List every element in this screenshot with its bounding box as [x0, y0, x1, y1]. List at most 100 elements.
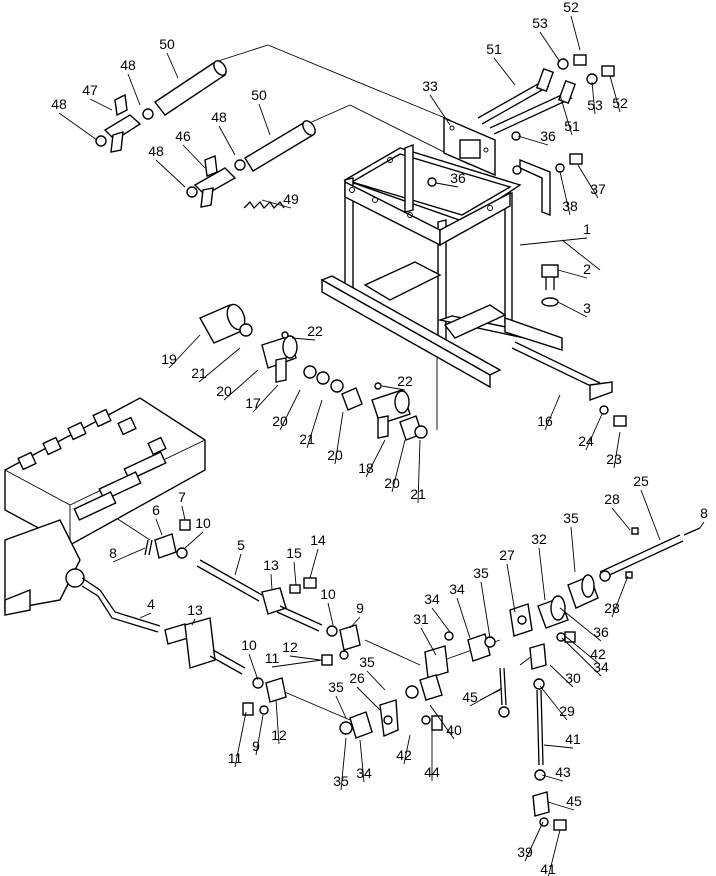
label-leader	[261, 199, 292, 209]
label-leader	[493, 57, 516, 86]
label-leader	[524, 821, 544, 862]
pin-part-8-right	[683, 527, 701, 536]
label-leader	[255, 714, 264, 756]
label-leader	[258, 103, 271, 136]
part-number-label: 33	[422, 78, 438, 94]
part-number-label: 51	[486, 41, 502, 57]
part-number-label: 48	[148, 143, 164, 159]
label-leader	[539, 685, 568, 721]
label-leader	[564, 635, 599, 664]
label-leader	[585, 413, 603, 451]
label-leader	[293, 561, 297, 586]
label-leader	[547, 801, 575, 811]
part-number-label: 10	[195, 515, 211, 531]
label-leader	[538, 547, 546, 601]
part-number-label: 37	[590, 181, 606, 197]
label-leader	[613, 431, 621, 469]
part-number-label: 3	[583, 300, 591, 316]
part-number-label: 34	[424, 591, 440, 607]
part-number-label: 9	[252, 738, 260, 754]
label-leader	[234, 553, 242, 576]
label-leader	[335, 695, 347, 719]
label-leader	[435, 182, 459, 188]
label-leader	[549, 664, 574, 688]
label-leader	[139, 612, 152, 619]
bracket-part-33	[443, 116, 496, 177]
label-leader	[340, 737, 347, 791]
lever-part-46	[186, 155, 246, 208]
roller-assembly	[199, 303, 428, 441]
part-number-label: 45	[566, 793, 582, 809]
label-leader	[403, 734, 411, 765]
part-number-label: 24	[578, 433, 594, 449]
part-number-label: 22	[397, 373, 413, 389]
label-leader	[417, 439, 421, 504]
shafts-part-50	[153, 60, 316, 172]
lever-part-26	[339, 699, 443, 739]
bolt-part-2	[541, 264, 559, 307]
label-leader	[356, 686, 381, 711]
part-number-label: 12	[282, 639, 298, 655]
frame-part-1	[320, 143, 563, 389]
label-leader	[359, 739, 365, 783]
part-number-label: 20	[384, 475, 400, 491]
label-leader	[234, 711, 247, 768]
label-leader	[559, 607, 602, 642]
part-number-label: 48	[51, 96, 67, 112]
part-number-label: 36	[540, 128, 556, 144]
rod-part-42	[498, 631, 576, 831]
label-leader	[252, 384, 279, 413]
block-part-6	[144, 519, 191, 559]
label-leader	[429, 94, 451, 126]
label-leader	[270, 573, 273, 591]
part-number-label: 17	[245, 395, 261, 411]
part-number-label: 25	[633, 473, 649, 489]
part-number-label: 40	[446, 722, 462, 738]
label-leader	[591, 81, 596, 115]
label-leader	[218, 125, 236, 156]
part-number-label: 41	[565, 731, 581, 747]
part-number-label: 48	[120, 57, 136, 73]
label-leader	[559, 171, 571, 216]
valve-block	[4, 397, 206, 616]
part-number-label: 34	[356, 765, 372, 781]
part-number-label: 29	[559, 703, 575, 719]
part-number-label: 53	[532, 15, 548, 31]
part-number-label: 28	[604, 600, 620, 616]
label-leader	[611, 507, 631, 531]
label-leader	[517, 135, 549, 146]
part-number-label: 28	[604, 491, 620, 507]
label-leader	[191, 618, 196, 626]
part-number-label: 46	[175, 128, 191, 144]
part-number-label: 35	[473, 565, 489, 581]
part-number-label: 34	[449, 581, 465, 597]
part-number-label: 48	[211, 109, 227, 125]
part-number-label: 41	[540, 861, 556, 876]
label-leader	[155, 159, 186, 188]
label-leader	[429, 704, 455, 740]
part-number-label: 16	[537, 413, 553, 429]
rod-part-13	[164, 617, 287, 703]
part-number-label: 20	[216, 383, 232, 399]
label-leader	[289, 655, 321, 661]
label-leader	[611, 575, 629, 618]
label-leader	[543, 744, 574, 749]
part-number-label: 14	[310, 532, 326, 548]
part-number-label: 35	[328, 679, 344, 695]
label-leader	[271, 659, 323, 668]
part-number-label: 50	[159, 36, 175, 52]
label-leader	[223, 369, 259, 401]
part-number-label: 42	[396, 747, 412, 763]
label-leader	[291, 337, 316, 341]
part-number-label: 30	[565, 670, 581, 686]
label-leader	[557, 269, 588, 279]
rods-part-51	[477, 54, 615, 135]
part-number-label: 10	[320, 586, 336, 602]
part-number-label: 9	[356, 600, 364, 616]
part-number-label: 47	[82, 82, 98, 98]
label-leader	[306, 399, 323, 449]
part-number-label: 10	[241, 637, 257, 653]
part-number-label: 4	[147, 596, 155, 612]
rod-part-16	[511, 341, 627, 427]
label-leader	[279, 389, 301, 431]
